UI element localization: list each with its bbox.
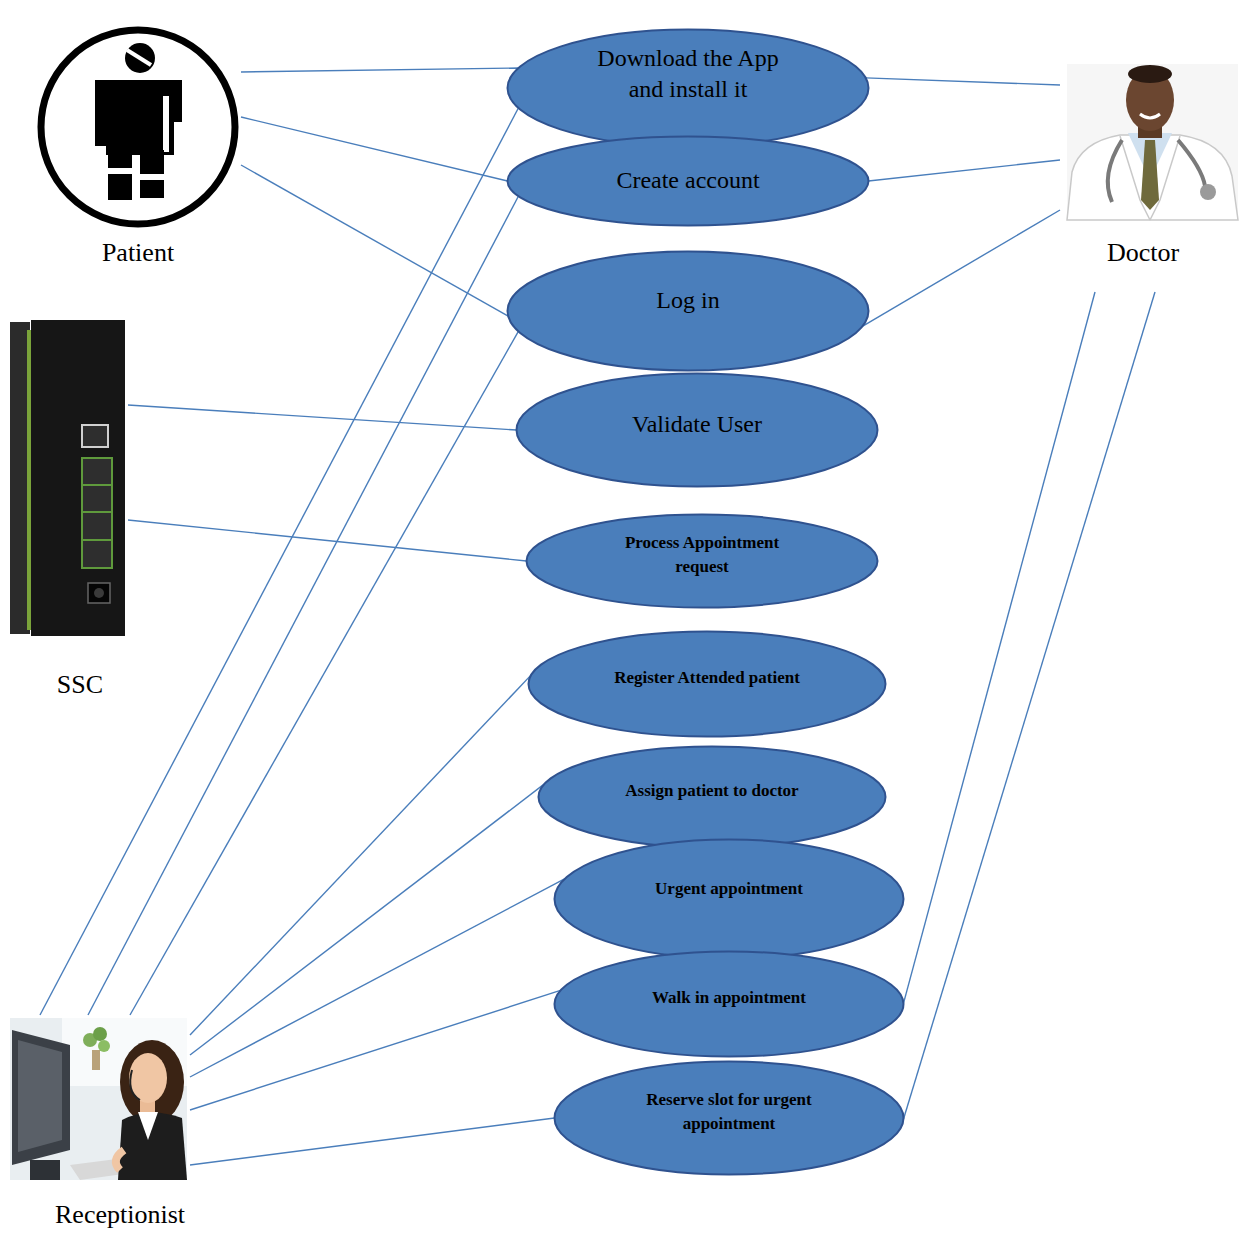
actor-box: Doctor	[1060, 60, 1236, 292]
use-case: Reserve slot for urgent appointment	[553, 1060, 905, 1176]
use-case: Process Appointment request	[525, 513, 879, 609]
text-block: Doctor	[1107, 238, 1179, 268]
actor-label: Receptionist	[55, 1200, 185, 1230]
association-line	[128, 520, 527, 561]
use-case: Download the App and install it	[506, 28, 870, 148]
association-line	[866, 78, 1060, 85]
association-line	[130, 331, 518, 1015]
receptionist-photo	[10, 1018, 187, 1180]
actor-label: Patient	[102, 238, 174, 268]
patient-icon	[41, 30, 235, 224]
association-line	[901, 292, 1095, 1013]
use-case: Assign patient to doctor	[537, 745, 887, 849]
text-block: Assign patient to doctor	[625, 779, 798, 803]
text-block: Process Appointment request	[597, 531, 807, 579]
association-line	[40, 108, 518, 1015]
association-line	[241, 68, 518, 72]
association-line	[190, 879, 565, 1077]
use-case-label: Reserve slot for urgent appointment	[609, 1088, 849, 1136]
use-case-label: Process Appointment request	[597, 531, 807, 579]
use-case: Validate User	[515, 372, 879, 488]
use-case-label: Log in	[656, 285, 719, 316]
ssc-router	[10, 320, 125, 636]
text-block: Download the App and install it	[578, 43, 798, 105]
text-block: Patient	[102, 238, 174, 268]
use-case: Log in	[506, 250, 870, 372]
use-case: Create account	[506, 135, 870, 227]
text-block: Reserve slot for urgent appointment	[609, 1088, 849, 1136]
use-case-label: Create account	[616, 165, 759, 196]
association-line	[869, 160, 1061, 181]
association-line	[88, 196, 518, 1015]
text-block: Create account	[616, 165, 759, 196]
actor-box: SSC	[8, 318, 128, 700]
use-case-label: Assign patient to doctor	[625, 779, 798, 803]
text-block: SSC	[57, 670, 103, 700]
association-line	[190, 675, 531, 1035]
actor-box: Receptionist	[8, 1015, 190, 1230]
text-block: Urgent appointment	[655, 877, 803, 901]
association-line	[128, 405, 517, 430]
use-case-label: Download the App and install it	[578, 43, 798, 105]
association-line	[190, 990, 560, 1110]
text-block: Validate User	[632, 409, 762, 440]
use-case: Walk in appointment	[553, 950, 905, 1058]
use-case-shape	[553, 838, 905, 960]
use-case-label: Register Attended patient	[614, 666, 800, 690]
actor-box: Patient	[35, 25, 241, 268]
association-line	[190, 784, 544, 1055]
association-line	[190, 1118, 555, 1165]
association-line	[862, 210, 1060, 326]
text-block: Walk in appointment	[652, 986, 806, 1010]
use-case: Urgent appointment	[553, 838, 905, 960]
text-block: Log in	[656, 285, 719, 316]
text-block: Register Attended patient	[614, 666, 800, 690]
actor-label: Doctor	[1107, 238, 1179, 268]
use-case-label: Validate User	[632, 409, 762, 440]
use-case-label: Walk in appointment	[652, 986, 806, 1010]
use-case-label: Urgent appointment	[655, 877, 803, 901]
use-case: Register Attended patient	[527, 630, 887, 738]
doctor-photo	[1067, 64, 1238, 220]
association-line	[901, 292, 1155, 1128]
actor-label: SSC	[57, 670, 103, 700]
text-block: Receptionist	[55, 1200, 185, 1230]
association-line	[241, 117, 508, 181]
association-line	[241, 165, 508, 316]
